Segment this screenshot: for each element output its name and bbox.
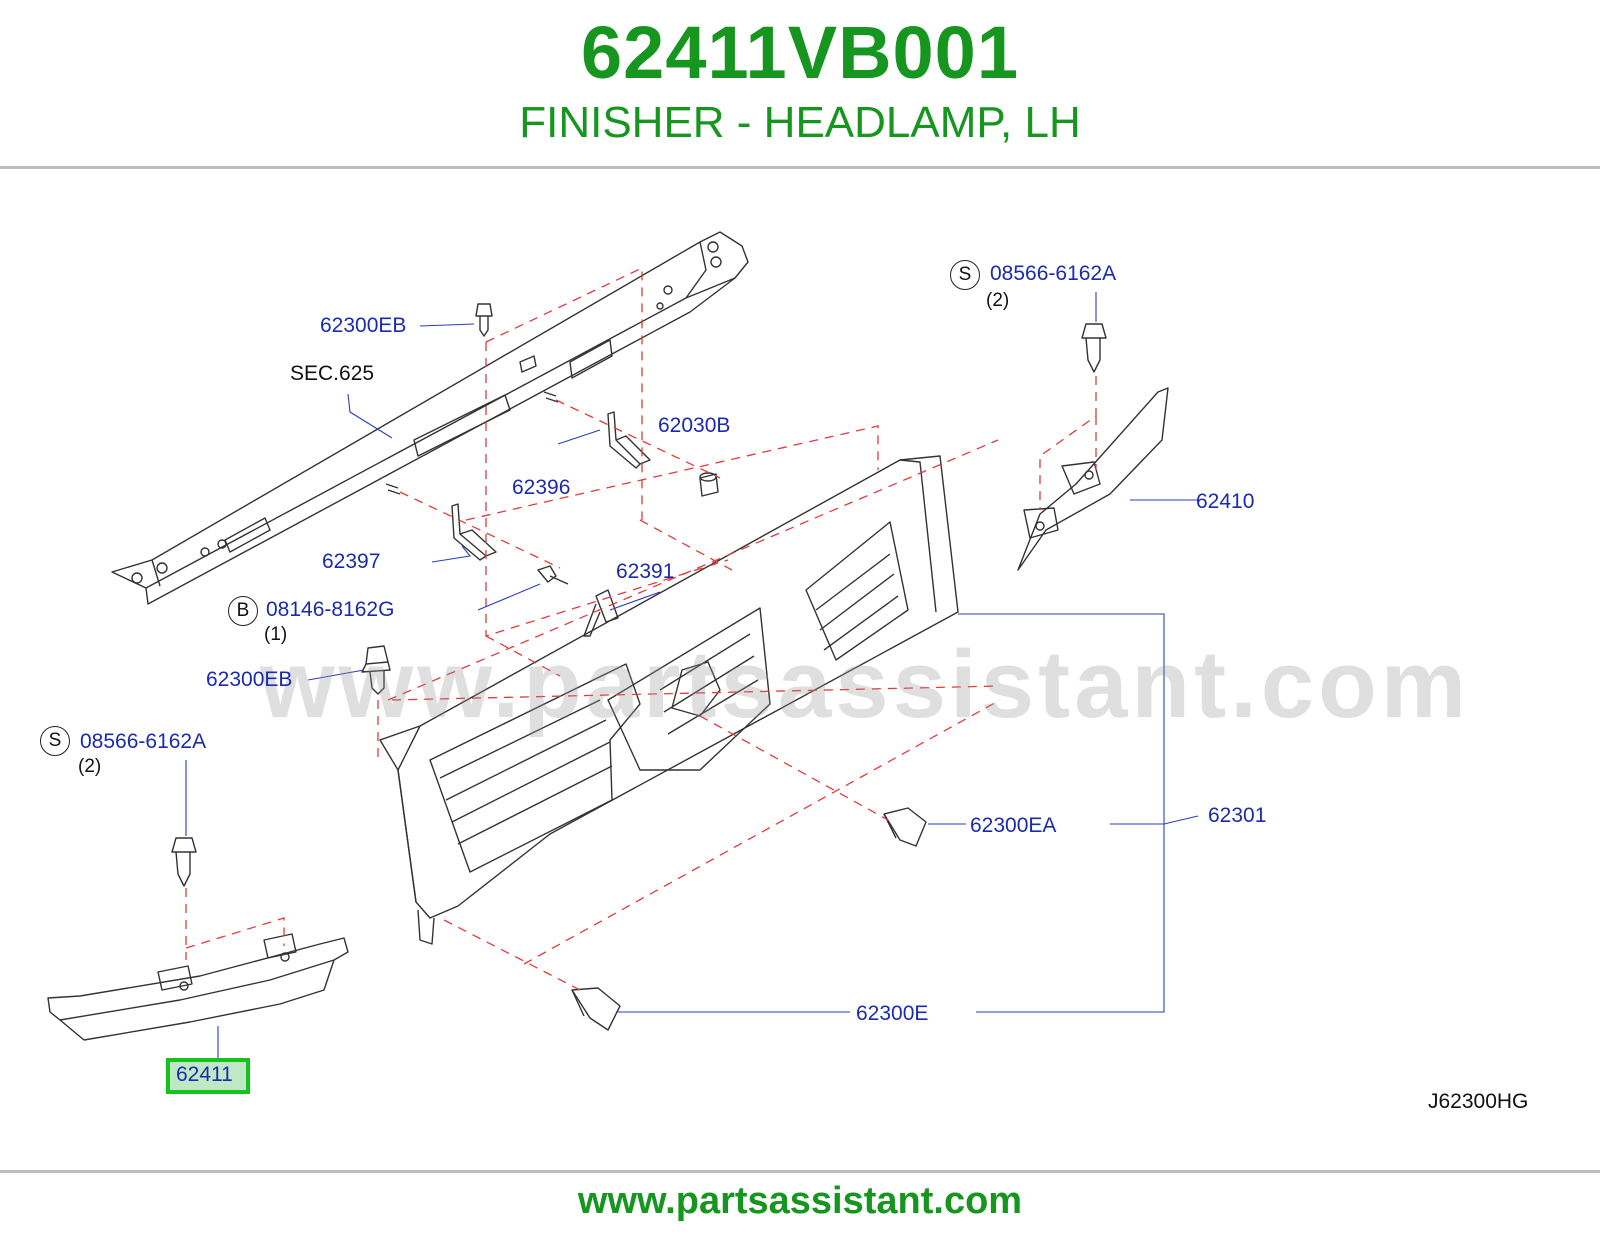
- label-08566-6162a-right[interactable]: 08566-6162A: [990, 262, 1117, 285]
- clip-62300eb-top-drawing: [475, 303, 493, 337]
- label-62410[interactable]: 62410: [1196, 490, 1255, 513]
- footer-url[interactable]: www.partsassistant.com: [577, 1180, 1023, 1222]
- qty-08566-left: (2): [78, 756, 102, 777]
- bracket-62397-drawing: [451, 503, 497, 561]
- label-08566-6162a-left[interactable]: 08566-6162A: [80, 730, 207, 753]
- qty-08146: (1): [264, 624, 288, 645]
- label-sec625[interactable]: SEC.625: [290, 362, 375, 385]
- callout-b-circle: B: [228, 596, 258, 626]
- bolt-08146-drawing: [537, 565, 569, 585]
- bracket-62396-drawing: [607, 411, 651, 469]
- bracket-62391-drawing: [583, 589, 619, 637]
- label-62300eb-top[interactable]: 62300EB: [320, 314, 407, 337]
- stud-drawing: [385, 391, 559, 495]
- callout-s-circle-right: S: [950, 260, 980, 290]
- finisher-62411-drawing: [47, 933, 349, 1041]
- leader-lines: [185, 292, 1200, 1060]
- finisher-62410-drawing: [1017, 387, 1169, 571]
- label-62300ea[interactable]: 62300EA: [970, 814, 1057, 837]
- label-62396[interactable]: 62396: [512, 476, 571, 499]
- screw-left-drawing: [171, 837, 197, 887]
- label-62030b[interactable]: 62030B: [658, 414, 731, 437]
- radiator-core-support-drawing: [111, 231, 749, 605]
- label-62411[interactable]: 62411: [176, 1063, 233, 1086]
- footer-divider: [0, 1170, 1600, 1173]
- part-number-title: 62411VB001: [581, 11, 1019, 94]
- grille-62301-drawing: [379, 455, 959, 945]
- label-62300e[interactable]: 62300E: [856, 1002, 929, 1025]
- header-divider: [0, 166, 1600, 169]
- screw-right-drawing: [1081, 323, 1107, 373]
- clip-62300eb-mid-drawing: [361, 645, 391, 695]
- part-name-subtitle: FINISHER - HEADLAMP, LH: [519, 98, 1081, 147]
- callout-s-circle-left: S: [40, 726, 70, 756]
- clip-62300ea-drawing: [883, 807, 927, 847]
- label-08146-8162g[interactable]: 08146-8162G: [266, 598, 395, 621]
- label-62301[interactable]: 62301: [1208, 804, 1267, 827]
- assembly-dashed-lines: [185, 266, 1097, 991]
- clip-62300e-drawing: [571, 987, 621, 1031]
- qty-08566-right: (2): [986, 290, 1010, 311]
- label-62397[interactable]: 62397: [322, 550, 381, 573]
- label-62391[interactable]: 62391: [616, 560, 675, 583]
- watermark: www.partsassistant.com: [260, 631, 1471, 738]
- highlighted-part-box[interactable]: 62411: [166, 1058, 250, 1094]
- figure-code: J62300HG: [1428, 1090, 1529, 1113]
- label-62300eb-mid[interactable]: 62300EB: [206, 668, 293, 691]
